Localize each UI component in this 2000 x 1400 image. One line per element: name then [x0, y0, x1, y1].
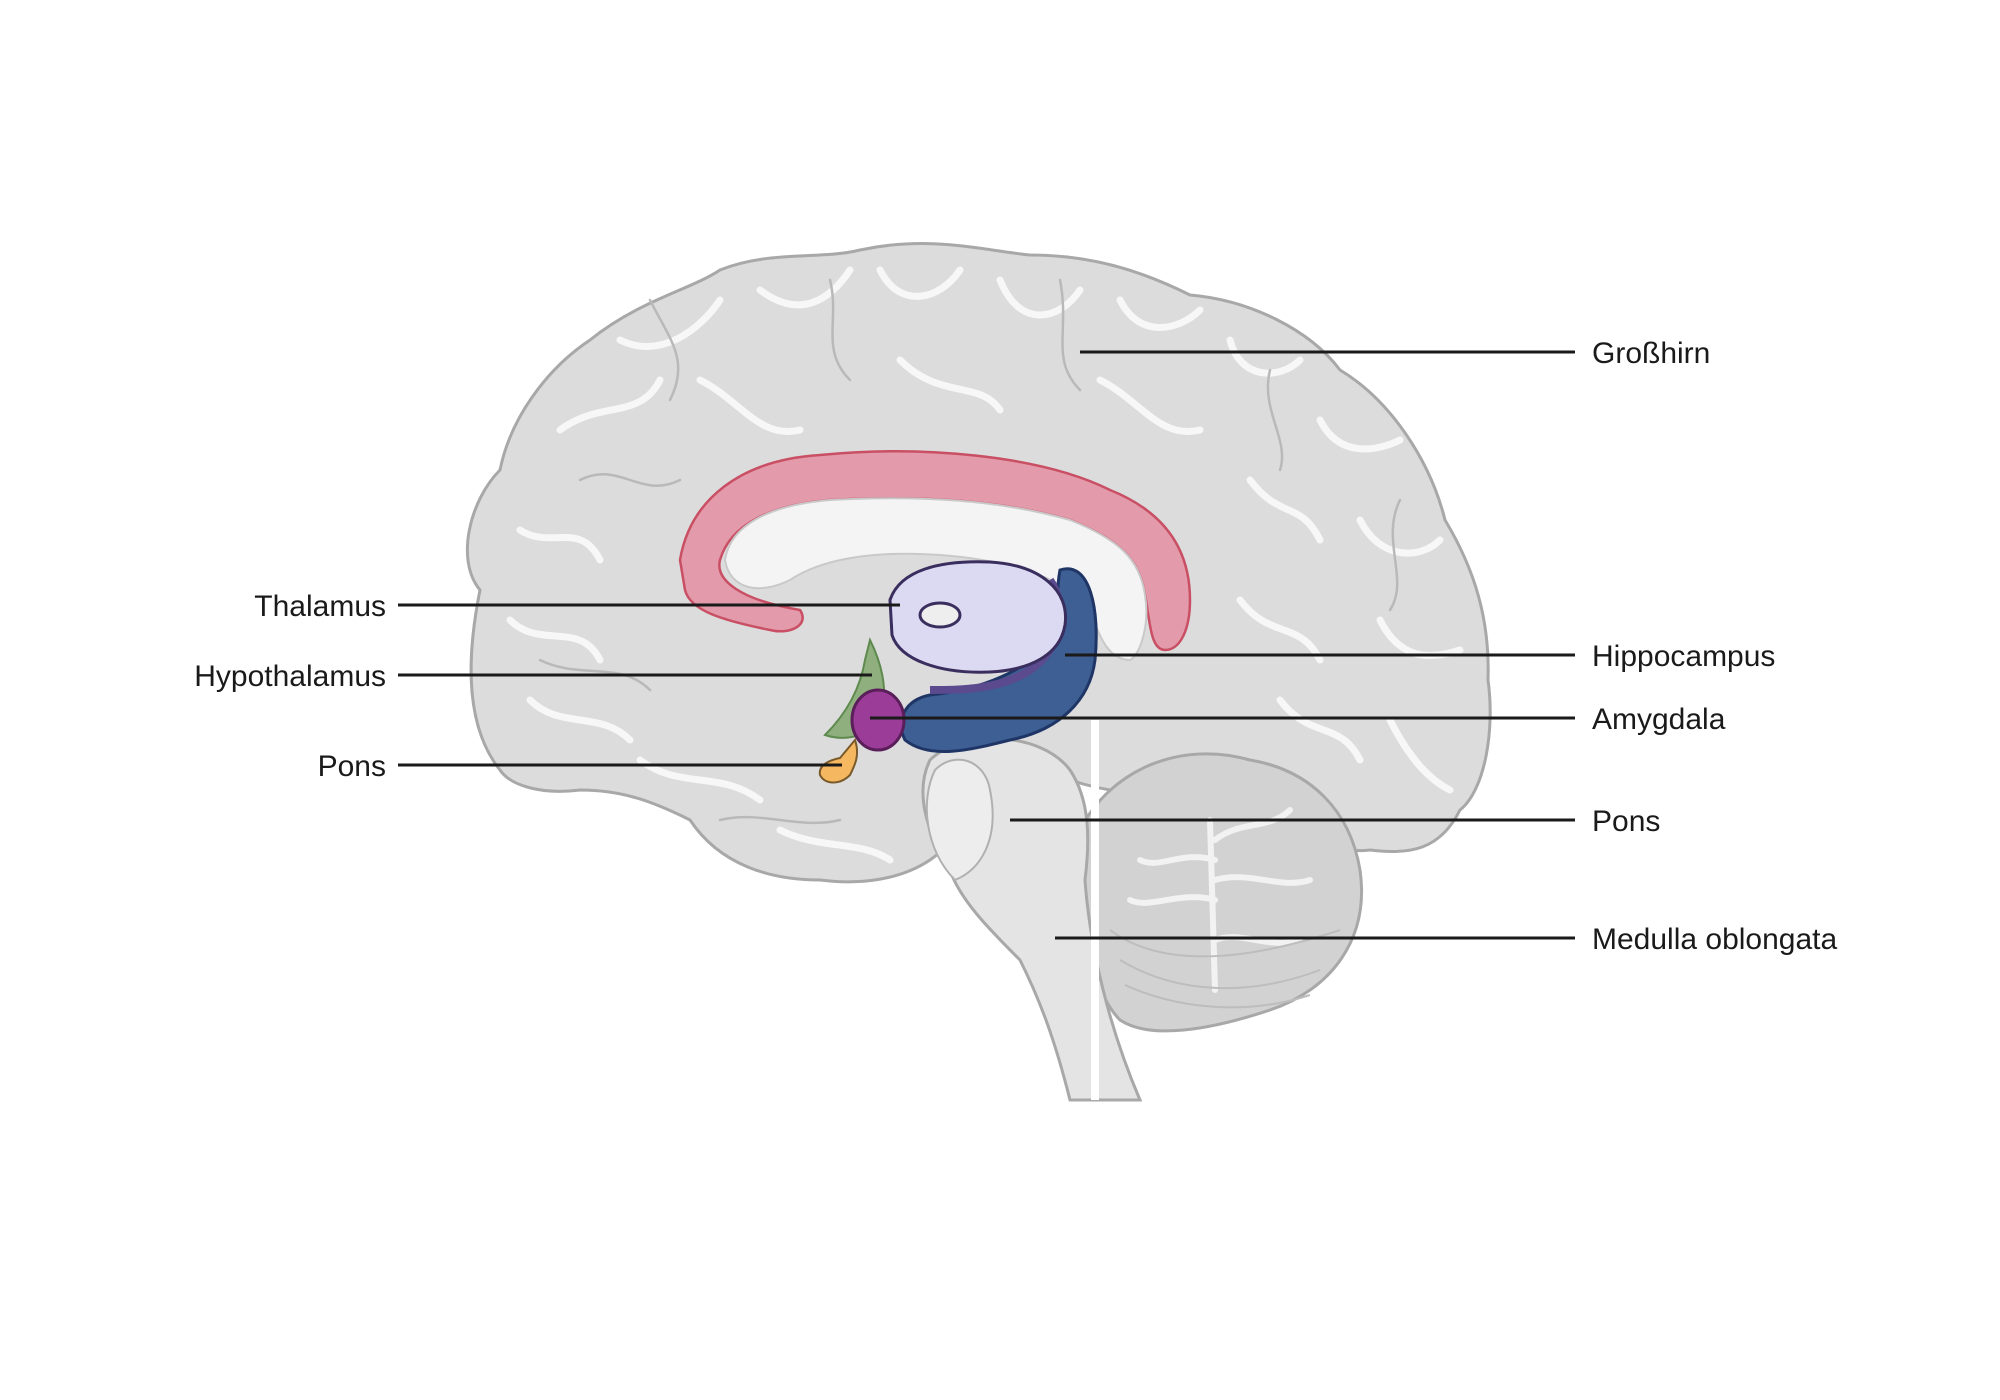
corpus-callosum: [723, 497, 1148, 662]
cerebellum-shape: [1075, 752, 1363, 1033]
massa-intermedia: [918, 601, 962, 629]
label-hippocampus: Hippocampus: [1592, 640, 1775, 673]
pituitary-shape: [818, 737, 859, 784]
label-pituitary: Pons: [318, 750, 386, 783]
pons-bulge: [925, 758, 994, 882]
cerebral-sulci: [538, 278, 1402, 825]
label-pons: Pons: [1592, 805, 1660, 838]
amygdala-shape: [850, 688, 906, 752]
cerebral-folds: [506, 266, 1464, 864]
label-amygdala: Amygdala: [1592, 703, 1726, 736]
cerebellum-grooves: [1109, 929, 1341, 1009]
label-hypothalamus: Hypothalamus: [194, 660, 386, 693]
label-thalamus: Thalamus: [254, 590, 386, 623]
cerebellum-folia: [1127, 807, 1313, 993]
label-cerebrum: Großhirn: [1592, 337, 1710, 370]
label-medulla: Medulla oblongata: [1592, 923, 1838, 956]
thalamus-shape: [888, 560, 1068, 674]
leader-lines: [398, 350, 1575, 940]
